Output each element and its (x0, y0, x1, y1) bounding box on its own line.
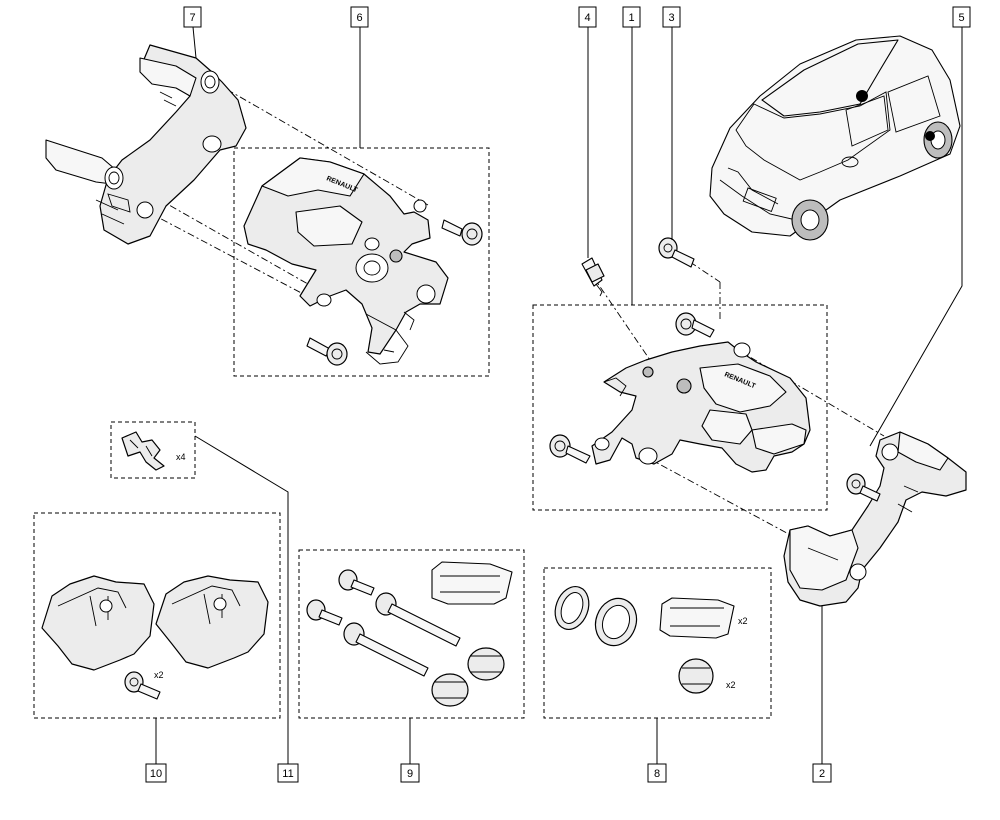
callout-1: 1 (622, 6, 641, 28)
brake-pads-part-10 (41, 575, 269, 671)
callout-number: 6 (356, 12, 362, 24)
assembly-lines (117, 81, 885, 539)
pad-bolt-quantity-label: x2 (154, 670, 164, 680)
caliper-bolt-left-upper (441, 219, 483, 246)
carrier-bolt-right (846, 473, 881, 502)
pad-bolt-part-10 (124, 671, 161, 700)
callout-number: 5 (958, 12, 964, 24)
caliper-bolt-left-lower (306, 337, 348, 366)
brake-caliper-right: RENAULT (591, 341, 811, 473)
brake-caliper-left: RENAULT (243, 157, 449, 365)
callout-number: 10 (150, 768, 162, 780)
callout-number: 1 (628, 12, 634, 24)
callout-2: 2 (812, 763, 832, 783)
group-frame-6 (233, 147, 490, 377)
callout-7: 7 (183, 6, 202, 28)
callout-number: 4 (584, 12, 590, 24)
dust-boot-upper (467, 647, 505, 681)
guide-pin-kit-part-9 (306, 561, 513, 707)
boot-quantity-label: x2 (726, 680, 736, 690)
callout-number: 11 (282, 768, 293, 780)
bleed-screw-part-4 (581, 257, 605, 297)
callout-5: 5 (952, 6, 971, 28)
callout-8: 8 (647, 763, 667, 783)
pad-clips-part-11 (121, 431, 165, 471)
seal-kit-part-8 (554, 586, 735, 694)
seal-quantity-label: x2 (738, 616, 748, 626)
leader-lines (155, 26, 963, 764)
callout-number: 2 (819, 768, 825, 780)
callout-9: 9 (400, 763, 420, 783)
caliper-bolt-right-upper (675, 312, 715, 338)
group-frame-10 (33, 512, 281, 719)
caliper-carrier-right (783, 431, 967, 607)
callout-3: 3 (662, 6, 681, 28)
callout-10: 10 (145, 763, 167, 783)
callout-number: 3 (668, 12, 674, 24)
caliper-bolt-right-lower (549, 434, 591, 464)
callout-11: 11 (277, 763, 299, 783)
bolt-part-3 (658, 237, 695, 268)
dust-boot-lower (431, 673, 469, 707)
clip-quantity-label: x4 (176, 452, 186, 462)
callout-6: 6 (350, 6, 369, 28)
group-frame-1 (532, 304, 828, 511)
caliper-carrier-left (45, 44, 247, 245)
car-illustration (709, 35, 961, 241)
callout-number: 9 (407, 768, 413, 780)
callout-number: 8 (654, 768, 660, 780)
group-frame-9 (298, 549, 525, 719)
callout-4: 4 (578, 6, 597, 28)
callout-number: 7 (189, 12, 195, 24)
group-frame-11 (110, 421, 196, 479)
